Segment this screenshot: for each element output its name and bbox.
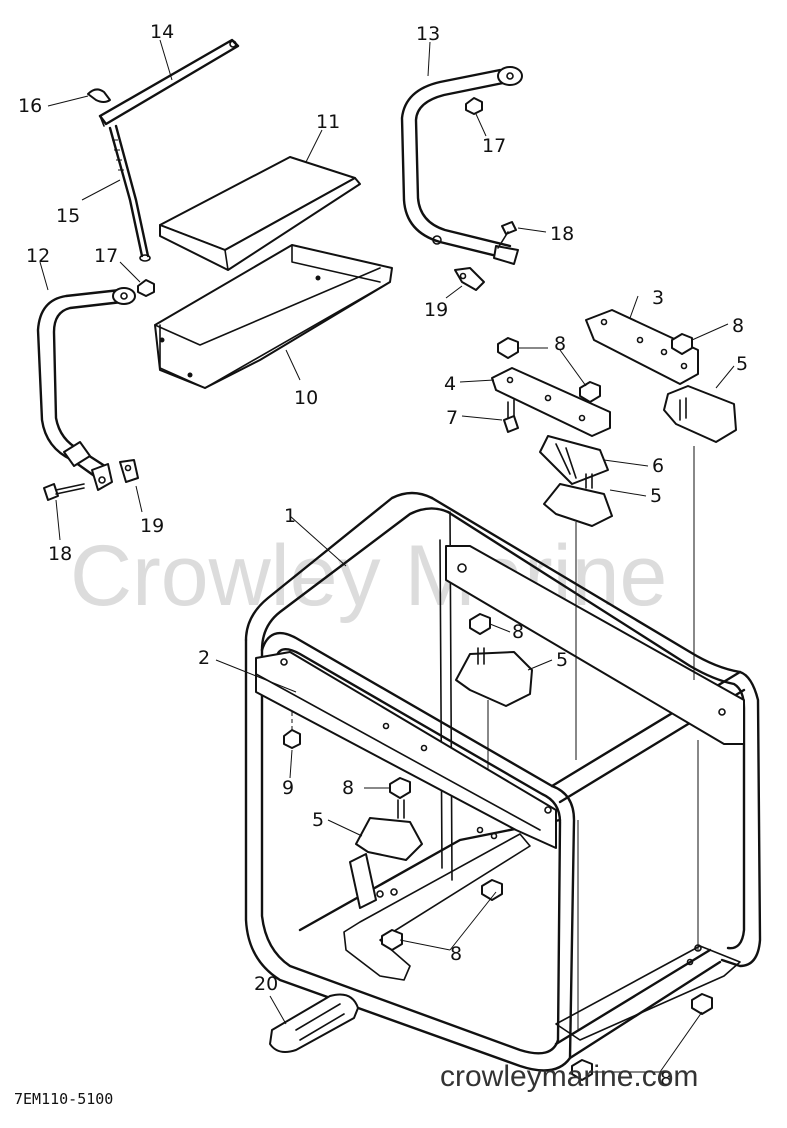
callout-5-c: 5 — [556, 649, 568, 671]
callout-12: 12 — [26, 245, 50, 267]
part-9-nut — [283, 712, 301, 749]
callouts: 14 16 11 13 17 15 18 12 17 19 3 8 8 5 10… — [18, 21, 748, 1090]
part-6-bracket — [539, 435, 609, 485]
part-8-nut-f — [481, 879, 503, 901]
diagram-code: 7EM110-5100 — [14, 1090, 113, 1108]
callout-2: 2 — [198, 647, 210, 669]
part-17-nut-upper — [465, 97, 483, 115]
callout-19-lower: 19 — [140, 515, 164, 537]
part-8-nut-g — [381, 929, 403, 951]
callout-9: 9 — [282, 777, 294, 799]
part-8-nut-a — [497, 337, 519, 359]
callout-19-upper: 19 — [424, 299, 448, 321]
callout-5-d: 5 — [312, 809, 324, 831]
callout-3: 3 — [652, 287, 664, 309]
callout-6: 6 — [652, 455, 664, 477]
callout-4: 4 — [444, 373, 456, 395]
part-19-clip-upper — [454, 267, 485, 291]
part-11-cover — [159, 156, 361, 271]
part-8-nut-c — [671, 333, 693, 355]
part-13-handle — [400, 66, 523, 265]
callout-1: 1 — [284, 505, 296, 527]
callout-13: 13 — [416, 23, 440, 45]
part-5-mount-b — [543, 473, 613, 527]
part-8-nut-i — [571, 1059, 593, 1081]
part-8-nut-h — [691, 993, 713, 1015]
callout-18-upper: 18 — [550, 223, 574, 245]
part-5-mount-d — [355, 799, 423, 861]
callout-7: 7 — [446, 407, 458, 429]
callout-20: 20 — [254, 973, 278, 995]
callout-8-d: 8 — [342, 777, 354, 799]
part-20-pad — [269, 993, 359, 1053]
callout-14: 14 — [150, 21, 174, 43]
callout-8-b: 8 — [732, 315, 744, 337]
part-4-bracket — [491, 367, 611, 437]
callout-5-a: 5 — [736, 353, 748, 375]
part-8-nut-b — [579, 381, 601, 403]
part-8-nut-d — [469, 613, 491, 635]
leader-lines — [39, 39, 735, 1073]
part-12-handle — [36, 287, 136, 491]
part-frame-right-plate — [555, 944, 741, 1041]
callout-16: 16 — [18, 95, 42, 117]
part-frame-bottom-plate — [343, 826, 531, 981]
part-frame-back-rail — [445, 545, 745, 745]
site-watermark: crowleymarine.com — [440, 1060, 698, 1093]
part-18-bolt-lower — [43, 483, 85, 501]
assembly-lines — [487, 446, 699, 1030]
part-8-nut-e — [389, 777, 411, 799]
part-19-clip-lower — [119, 459, 139, 483]
callout-5-b: 5 — [650, 485, 662, 507]
callout-8-e: 8 — [450, 943, 462, 965]
callout-11: 11 — [316, 111, 340, 133]
part-2-crossbar — [255, 651, 557, 849]
part-10-tray — [154, 244, 393, 389]
part-7-bolt — [503, 399, 519, 433]
callout-10: 10 — [294, 387, 318, 409]
part-3-bracket — [585, 309, 699, 385]
part-5-mount-a — [663, 385, 737, 443]
part-14-bar — [98, 38, 240, 127]
part-1-frame — [244, 491, 762, 1072]
part-5-mount-c — [455, 647, 533, 707]
callout-15: 15 — [56, 205, 80, 227]
callout-8-c: 8 — [512, 621, 524, 643]
part-16-clip — [87, 88, 111, 103]
callout-8-f: 8 — [660, 1068, 672, 1090]
part-18-bolt-upper — [497, 221, 517, 249]
part-17-nut-lower — [137, 279, 155, 297]
part-15-rod — [108, 124, 151, 262]
callout-17-upper: 17 — [482, 135, 506, 157]
callout-18-lower: 18 — [48, 543, 72, 565]
callout-8-a: 8 — [554, 333, 566, 355]
callout-17-lower: 17 — [94, 245, 118, 267]
